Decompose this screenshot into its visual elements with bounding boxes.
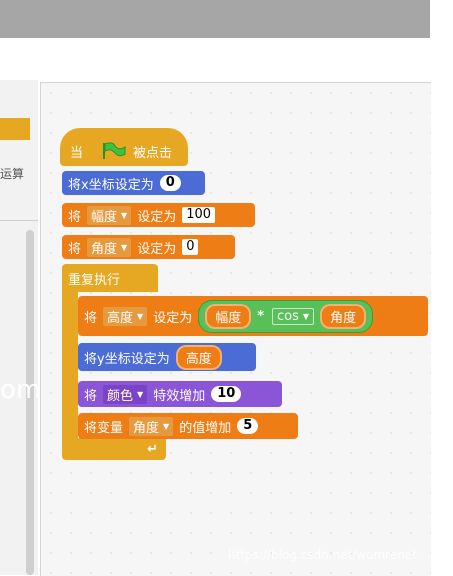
set-var2-to: 设定为 <box>137 241 177 257</box>
when-flag-clicked-block[interactable]: 当 被点击 <box>60 128 188 166</box>
effect-change-label: 特效增加 <box>153 388 206 404</box>
forever-label: 重复执行 <box>68 272 121 288</box>
dropdown-arrow-icon: ▼ <box>137 389 144 399</box>
set-var2-value[interactable]: 0 <box>182 239 199 255</box>
palette-watermark-text: om <box>0 375 42 405</box>
top-bar <box>0 0 430 38</box>
effect-name: 颜色 <box>107 388 134 404</box>
forever-block-top[interactable]: 重复执行 <box>62 264 158 292</box>
set-var2-var: 角度 <box>91 241 118 257</box>
multiply-operator[interactable]: 幅度 * cos▼ 角度 <box>198 299 374 333</box>
set-angle-block[interactable]: 将 角度▼ 设定为 0 <box>62 235 235 259</box>
inner-set-prefix: 将 <box>84 310 98 326</box>
set-height-block[interactable]: 将 高度▼ 设定为 幅度 * cos▼ 角度 <box>78 296 428 336</box>
palette-divider <box>0 220 38 221</box>
cos-dropdown[interactable]: cos▼ <box>272 307 315 325</box>
set-amplitude-block[interactable]: 将 幅度▼ 设定为 100 <box>62 203 255 227</box>
op-left-reporter[interactable]: 幅度 <box>205 303 252 329</box>
inner-set-var: 高度 <box>107 310 134 326</box>
set-var1-to: 设定为 <box>137 209 177 225</box>
set-y-reporter[interactable]: 高度 <box>175 344 222 370</box>
effect-value[interactable]: 10 <box>211 386 242 402</box>
change-var-prefix: 将变量 <box>84 420 124 436</box>
set-var2-dropdown[interactable]: 角度▼ <box>87 237 132 257</box>
set-x-block[interactable]: 将x坐标设定为 0 <box>62 171 205 195</box>
dropdown-arrow-icon: ▼ <box>163 421 170 431</box>
set-y-block[interactable]: 将y坐标设定为 高度 <box>78 343 256 371</box>
change-variable-block[interactable]: 将变量 角度▼ 的值增加 5 <box>78 413 298 439</box>
op-symbol: * <box>257 308 265 324</box>
set-x-label: 将x坐标设定为 <box>68 177 154 193</box>
forever-block-arm <box>62 290 78 440</box>
watermark-url: https://blog.csdn.net/womrenet <box>228 548 417 562</box>
set-var2-prefix: 将 <box>68 241 82 257</box>
palette-category-strip[interactable] <box>0 118 30 140</box>
change-var-value[interactable]: 5 <box>237 418 259 434</box>
forever-block-bottom: ↵ <box>62 438 166 460</box>
hat-clicked-label: 被点击 <box>133 145 173 161</box>
set-var1-dropdown[interactable]: 幅度▼ <box>87 205 132 225</box>
palette-category-operators[interactable]: 运算 <box>0 167 25 181</box>
dropdown-arrow-icon: ▼ <box>137 311 144 321</box>
op-func: cos <box>277 308 299 324</box>
hat-when-label: 当 <box>70 145 84 161</box>
dropdown-arrow-icon: ▼ <box>121 242 128 252</box>
dropdown-arrow-icon: ▼ <box>121 210 128 220</box>
inner-set-dropdown[interactable]: 高度▼ <box>103 306 148 326</box>
effect-prefix: 将 <box>84 388 98 404</box>
loop-arrow-icon: ↵ <box>147 441 158 457</box>
right-margin <box>430 0 453 575</box>
effect-dropdown[interactable]: 颜色▼ <box>103 384 148 404</box>
change-var-name: 角度 <box>133 420 160 436</box>
op-right-reporter[interactable]: 角度 <box>320 303 367 329</box>
set-y-label: 将y坐标设定为 <box>84 351 170 367</box>
dropdown-arrow-icon: ▼ <box>302 311 310 321</box>
inner-set-to: 设定为 <box>153 310 193 326</box>
change-var-by-label: 的值增加 <box>179 420 232 436</box>
change-effect-block[interactable]: 将 颜色▼ 特效增加 10 <box>78 381 282 407</box>
palette-scrollbar[interactable] <box>26 230 34 575</box>
green-flag-icon <box>101 142 127 160</box>
set-var1-var: 幅度 <box>91 209 118 225</box>
set-var1-prefix: 将 <box>68 209 82 225</box>
header-gap <box>0 38 430 80</box>
set-x-value[interactable]: 0 <box>159 175 181 191</box>
set-var1-value[interactable]: 100 <box>182 207 216 223</box>
change-var-dropdown[interactable]: 角度▼ <box>129 416 174 436</box>
